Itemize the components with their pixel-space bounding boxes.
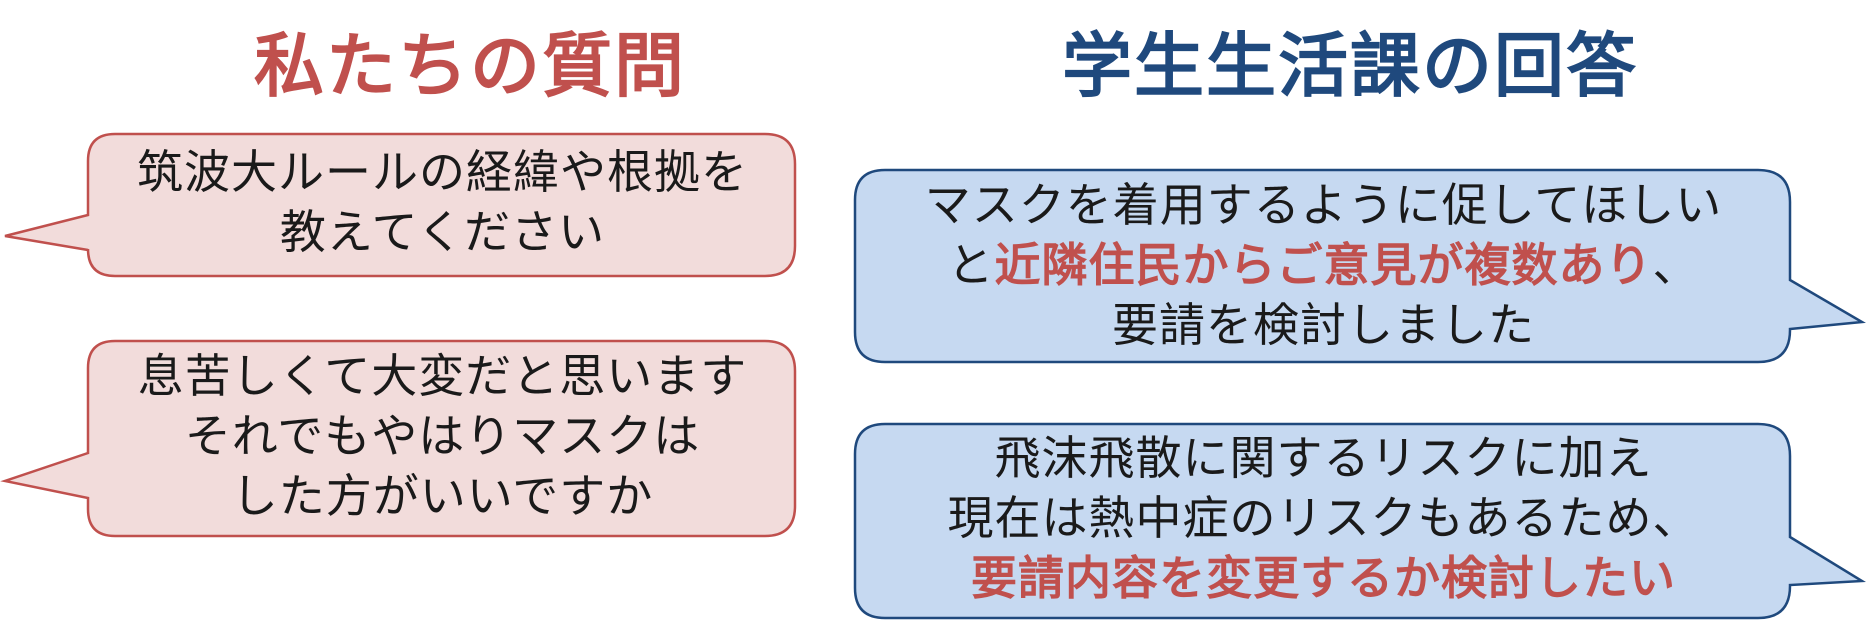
answer-2-line-2: 現在は熱中症のリスクもあるため、	[947, 491, 1700, 545]
answer-1-line-2-prefix: と	[947, 238, 995, 292]
question-1-text: 筑波大ルールの経緯や根拠を 教えてください	[90, 142, 795, 262]
question-2-line-2: それでもやはりマスクは	[184, 409, 701, 463]
answer-bubble-1	[853, 168, 1866, 364]
answer-1-text: マスクを着用するように促してほしい と近隣住民からご意見が複数あり、 要請を検討…	[857, 175, 1790, 355]
question-2-text: 息苦しくて大変だと思います それでもやはりマスクは した方がいいですか	[90, 346, 795, 526]
answer-1-line-3: 要請を検討しました	[1112, 298, 1535, 352]
question-bubble-2	[0, 339, 797, 538]
answer-1-line-2-suffix: 、	[1652, 238, 1700, 292]
answers-heading: 学生生活課の回答	[1062, 25, 1638, 107]
answer-2-line-1: 飛沫飛散に関するリスクに加え	[994, 431, 1653, 485]
answer-1-emphasis: 近隣住民からご意見が複数あり	[994, 238, 1653, 292]
question-2-line-1: 息苦しくて大変だと思います	[137, 349, 748, 403]
questions-heading: 私たちの質問	[254, 25, 686, 107]
question-1-line-1: 筑波大ルールの経緯や根拠を	[137, 145, 748, 199]
answer-1-line-1: マスクを着用するように促してほしい	[924, 178, 1723, 232]
answer-1-line-2: と近隣住民からご意見が複数あり、	[857, 235, 1790, 295]
answer-bubble-2	[853, 422, 1866, 620]
question-2-line-3: した方がいいですか	[231, 469, 654, 523]
question-bubble-1	[4, 132, 797, 278]
answer-2-text: 飛沫飛散に関するリスクに加え 現在は熱中症のリスクもあるため、 要請内容を変更す…	[857, 428, 1790, 608]
answer-2-emphasis: 要請内容を変更するか検討したい	[971, 551, 1676, 605]
question-1-line-2: 教えてください	[279, 205, 606, 259]
